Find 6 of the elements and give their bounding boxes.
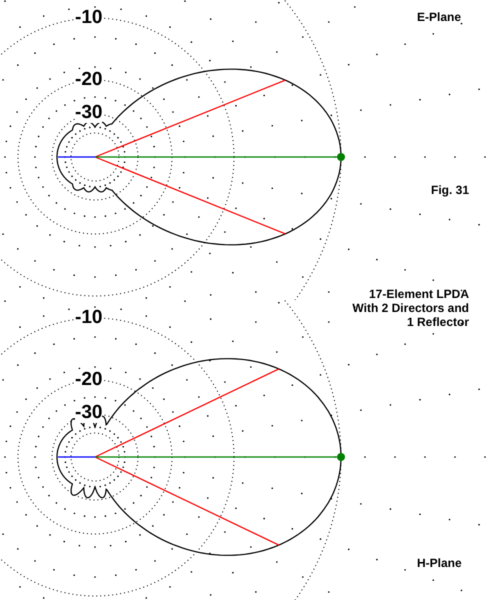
- plot-caption: H-Plane: [417, 556, 462, 570]
- plot-caption: Fig. 31: [431, 183, 470, 197]
- ring-level-label: -30: [75, 103, 102, 123]
- plot-caption: 17-Element LPDA With 2 Directors and 1 Reflector: [351, 287, 469, 329]
- plot-caption: E-Plane: [417, 10, 462, 24]
- ring-level-label: -30: [75, 403, 102, 423]
